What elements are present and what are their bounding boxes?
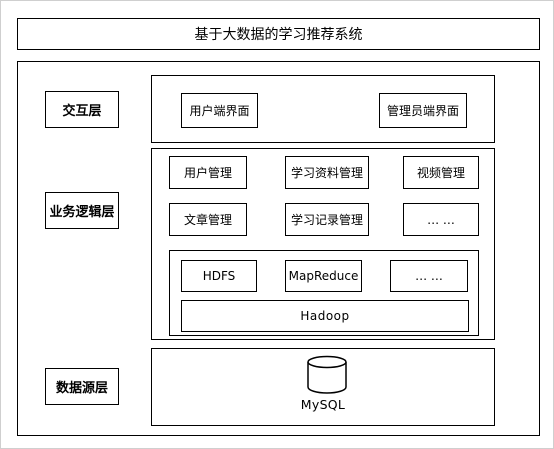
data-layer-panel: MySQL (151, 348, 495, 426)
video-mgmt-box: 视频管理 (403, 156, 479, 189)
database-cylinder-icon (307, 355, 347, 394)
diagram-title: 基于大数据的学习推荐系统 (17, 18, 540, 50)
material-mgmt-box: 学习资料管理 (285, 156, 369, 189)
more-hadoop-box: … … (390, 260, 468, 292)
more-business-box: … … (403, 203, 479, 236)
layer-label-interaction: 交互层 (45, 91, 119, 128)
admin-ui-box: 管理员端界面 (379, 93, 467, 128)
record-mgmt-box: 学习记录管理 (285, 203, 369, 236)
user-ui-box: 用户端界面 (181, 93, 258, 128)
hadoop-base-box: Hadoop (181, 300, 469, 332)
user-mgmt-box: 用户管理 (169, 156, 247, 189)
layer-label-business: 业务逻辑层 (45, 192, 119, 229)
article-mgmt-box: 文章管理 (169, 203, 247, 236)
layer-label-data: 数据源层 (45, 368, 119, 405)
mapreduce-box: MapReduce (285, 260, 362, 292)
mysql-label: MySQL (300, 397, 346, 412)
hdfs-box: HDFS (181, 260, 257, 292)
